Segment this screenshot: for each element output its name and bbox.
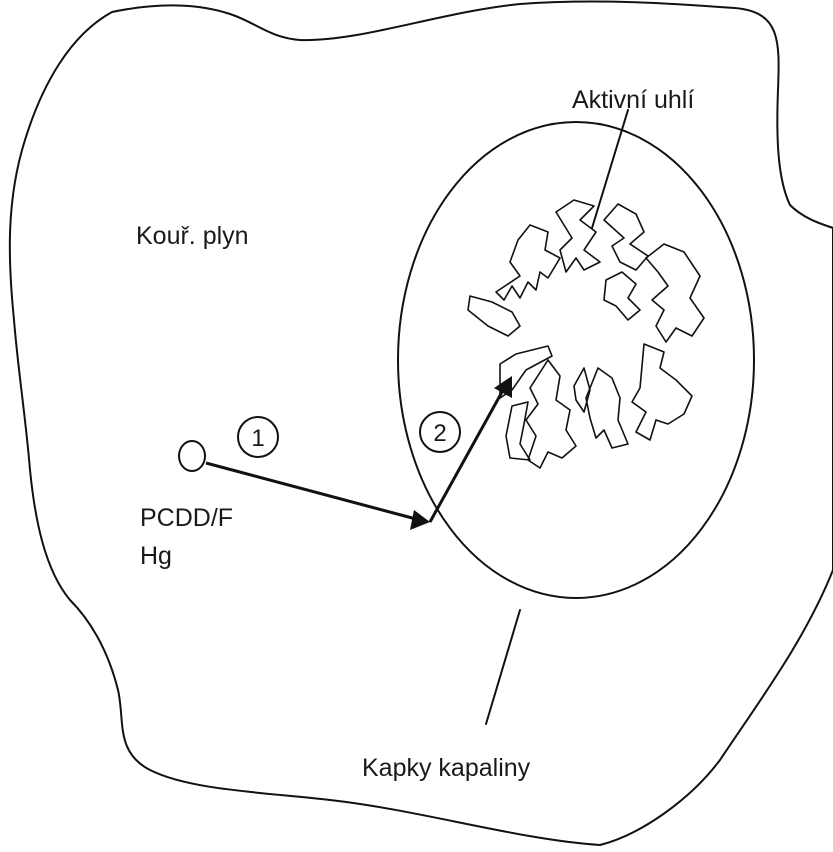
liquid-droplets-label: Kapky kapaliny xyxy=(362,754,531,782)
activated-carbon-particle xyxy=(468,200,704,468)
step-2-number: 2 xyxy=(433,420,446,447)
activated-carbon-label: Aktivní uhlí xyxy=(572,86,694,114)
pollutant-molecule xyxy=(179,441,205,471)
liquid-droplet xyxy=(398,122,754,598)
pollutant-label-2: Hg xyxy=(140,542,172,570)
flue-gas-label: Kouř. plyn xyxy=(136,222,249,250)
arrowhead-step-2 xyxy=(494,376,512,398)
step-1-number: 1 xyxy=(251,425,264,452)
arrowhead-step-1 xyxy=(410,510,430,530)
carbon-leader-line xyxy=(592,110,628,228)
pollutant-label-1: PCDD/F xyxy=(140,504,233,532)
arrow-step-1 xyxy=(206,463,416,519)
droplet-leader-line xyxy=(486,610,520,724)
